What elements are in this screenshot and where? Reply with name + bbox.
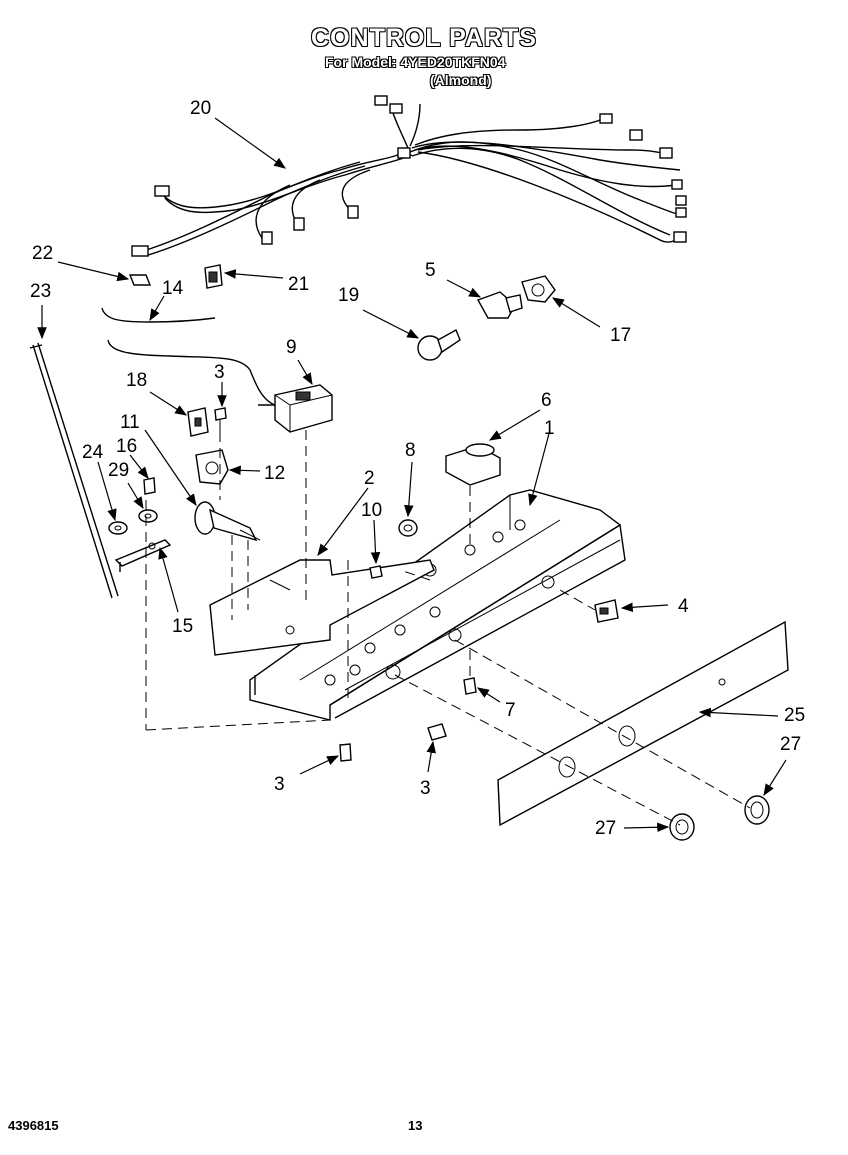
callout-4: 4 [678,596,689,617]
callout-7: 7 [505,700,516,721]
wire-harness [131,95,687,257]
screw-3-bottom-mid [427,723,447,741]
callout-15: 15 [172,616,193,637]
lever-15 [114,539,172,572]
screw-10 [369,565,383,579]
callout-8: 8 [405,440,416,461]
callout-23: 23 [30,281,51,302]
callout-19: 19 [338,285,359,306]
callout-14: 14 [162,278,184,299]
callout-1: 1 [544,418,555,439]
screw-3-top [214,407,227,432]
capillary-tube-14 [101,307,276,406]
callout-21: 21 [288,274,309,295]
callout-17: 17 [610,325,631,346]
knob-27-left [669,813,695,841]
knob-27-right [744,795,770,825]
control-housing-1 [249,489,626,721]
callout-5: 5 [425,260,436,281]
callout-9: 9 [286,337,297,358]
callout-29: 29 [108,460,129,481]
control-panel-25 [497,620,789,827]
callout-27-right: 27 [780,734,801,755]
callout-16: 16 [116,436,137,457]
doc-number: 4396815 [8,1118,59,1133]
light-socket-17 [521,275,556,303]
assembly-lines [145,430,751,826]
callout-3-top: 3 [214,362,225,383]
leader-lines [37,117,787,833]
model-line: For Model: 4YED20TKFN04 [325,54,506,70]
callout-18: 18 [126,370,147,391]
page-number: 13 [408,1118,423,1133]
screw-3-bottom-left [339,743,352,762]
callout-3-bottom-left: 3 [274,774,285,795]
grommet-8 [398,519,418,537]
callout-6: 6 [541,390,552,411]
callout-3-bottom-mid: 3 [420,778,431,799]
callout-22: 22 [32,243,53,264]
thermostat-9 [258,384,333,433]
rod-23 [29,342,119,599]
clip-22 [128,274,152,286]
bracket-12 [195,449,229,485]
color-line: (Almond) [430,72,492,88]
callout-11: 11 [120,412,140,433]
callout-12: 12 [264,463,285,484]
clip-18 [187,407,209,437]
washer-29 [138,509,158,523]
callout-2: 2 [364,468,375,489]
callout-labels: 20 22 21 14 23 5 19 17 9 18 3 11 16 12 2… [30,98,805,839]
bracket-2 [209,559,435,656]
socket-5 [476,291,523,319]
callout-25: 25 [784,705,805,726]
switch-4 [594,599,619,623]
page-title: CONTROL PARTS [311,24,537,52]
screw-7 [463,677,477,695]
washer-24 [108,521,128,535]
light-bulb-19 [417,329,461,361]
bracket-21 [204,264,223,289]
callout-27-left: 27 [595,818,616,839]
callout-24: 24 [82,442,104,463]
callout-20: 20 [190,98,211,119]
screw-16 [143,477,156,495]
timer-6 [445,443,501,486]
callout-10: 10 [361,500,382,521]
knob-shaft-11 [194,501,261,542]
